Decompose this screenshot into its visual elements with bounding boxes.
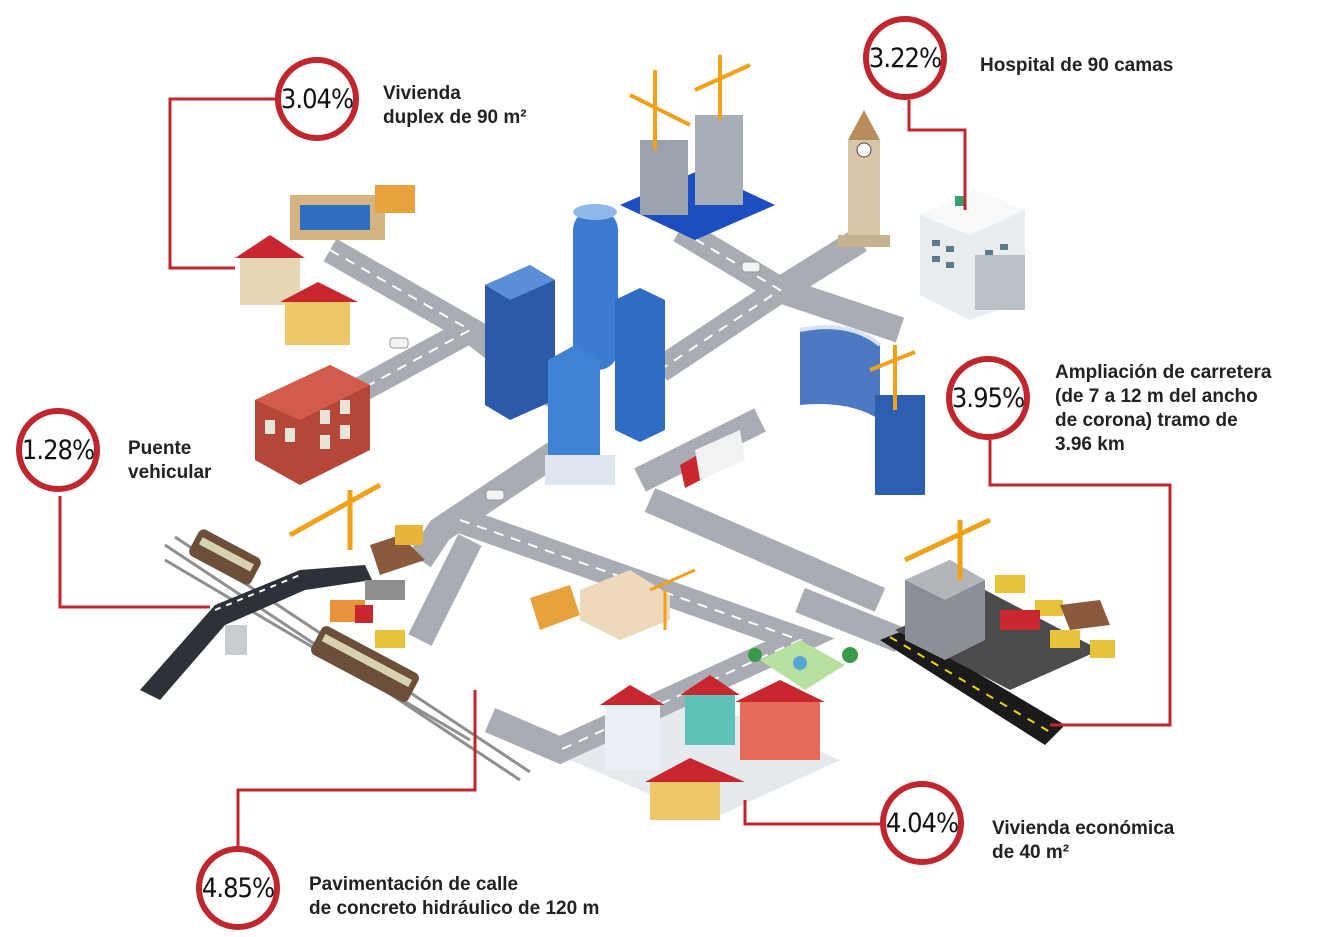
line-hospital [907,100,967,210]
highway [880,630,1065,745]
train-bottom [311,626,419,702]
line-duplex [168,97,275,270]
label-puente: Puente vehicular [128,437,211,485]
label-line: Hospital de 90 camas [980,55,1174,76]
label-line: duplex de 90 m² [383,107,527,128]
label-carretera: Ampliación de carretera (de 7 a 12 m del… [1055,361,1271,457]
percent-value-duplex: 3.04% [280,83,354,115]
construction-towers [620,55,775,240]
label-line: Pavimentación de calle [309,874,519,895]
label-economica: Vivienda económica de 40 m² [992,817,1174,865]
line-economica [743,800,880,826]
label-line: de 40 m² [992,842,1070,863]
curved-office [799,325,925,495]
percent-badge-duplex: 3.04% [275,57,359,141]
label-hospital: Hospital de 90 camas [980,54,1173,78]
percent-badge-economica: 4.04% [880,781,964,865]
center-construction [530,568,696,640]
percent-badge-puente: 1.28% [16,408,100,492]
label-line: Puente [128,438,192,459]
bridge [140,565,372,700]
downtown-towers [485,204,665,485]
construction-vehicles-left [330,580,405,648]
train-top [189,529,261,585]
economic-houses [570,675,840,820]
line-puente [58,496,210,609]
plaza [748,640,858,690]
cars [389,261,761,501]
label-line: vehicular [128,462,212,483]
crane-left [288,482,425,575]
label-line: Ampliación de carretera [1055,362,1272,383]
label-line: 3.96 km [1055,434,1125,455]
percent-value-pavimentacion: 4.85% [201,872,275,904]
percent-value-hospital: 3.22% [868,42,942,74]
percent-value-carretera: 3.95% [951,382,1025,414]
truck [680,430,745,488]
right-construction-site [895,517,1115,690]
percent-value-economica: 4.04% [885,807,959,839]
label-duplex: Vivienda duplex de 90 m² [383,82,527,130]
label-line: de corona) tramo de [1055,410,1238,431]
label-line: de concreto hidráulico de 120 m [309,898,600,919]
label-line: (de 7 a 12 m del ancho [1055,386,1258,407]
percent-badge-pavimentacion: 4.85% [196,846,280,930]
label-pavimentacion: Pavimentación de calle de concreto hidrá… [309,873,599,921]
percent-badge-carretera: 3.95% [946,356,1030,440]
label-line: Vivienda económica [992,818,1175,839]
clock-tower [838,110,890,247]
callout-lines [58,97,1172,850]
percent-badge-hospital: 3.22% [863,16,947,100]
line-pavimentacion [236,690,477,850]
label-line: Vivienda [383,83,461,104]
brick-apartment [255,365,370,485]
duplex-houses [235,185,415,345]
hospital-building [920,190,1025,320]
line-carretera [988,440,1172,727]
percent-value-puente: 1.28% [21,434,95,466]
